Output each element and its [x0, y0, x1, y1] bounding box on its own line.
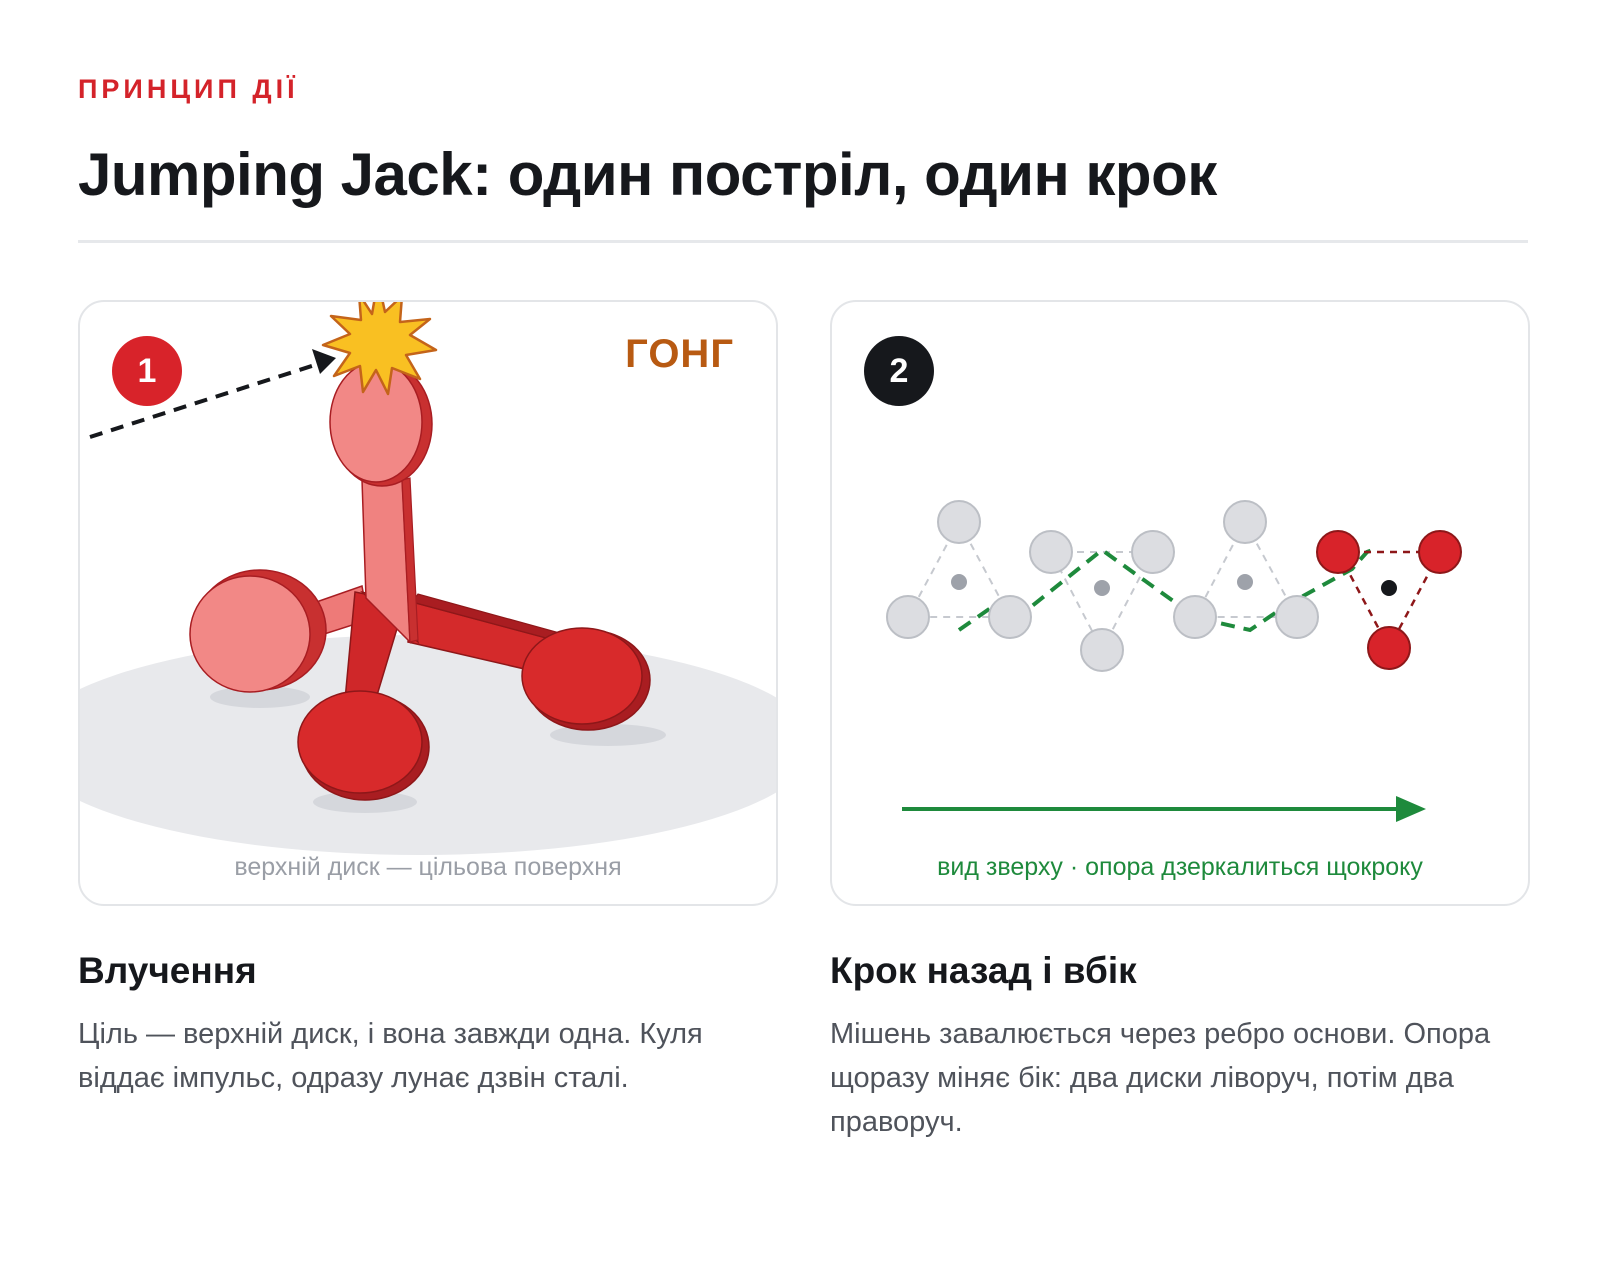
right-arm [407, 593, 651, 731]
support-triangles [906, 519, 1299, 653]
jumping-jack-illustration [80, 302, 776, 855]
panel-caption: верхній диск — цільова поверхня [234, 853, 622, 881]
eyebrow-label: ПРИНЦИП ДІЇ [78, 74, 299, 104]
disc-shadow [210, 686, 310, 708]
section-text-step: Мішень завалюється через ребро основи. О… [830, 1018, 1491, 1138]
page-title: Jumping Jack: один постріл, один крок [78, 141, 1217, 208]
section-heading-hit: Влучення [78, 950, 257, 991]
trajectory-arrow-icon [89, 349, 336, 439]
disc-shadow [313, 791, 417, 813]
section-text-hit: Ціль — верхній диск, і вона завжди одна.… [78, 1018, 703, 1094]
gong-label: ГОНГ [625, 332, 734, 376]
step-badge-2: 2 [864, 336, 934, 406]
direction-arrow-icon [902, 796, 1426, 822]
step-badge-1: 1 [112, 336, 182, 406]
top-view-diagram [886, 500, 1462, 822]
current-discs [1316, 530, 1462, 670]
title-divider [78, 240, 1528, 243]
panel-step-diagram: 2 вид зверху · опора дзеркалиться щокрок… [830, 300, 1530, 906]
front-arm [297, 590, 430, 801]
panel-caption: вид зверху · опора дзеркалиться щокроку [937, 853, 1423, 881]
ghost-centers [951, 574, 1253, 596]
impact-burst-icon [321, 302, 438, 396]
left-arm [189, 569, 369, 693]
section-heading-step: Крок назад і вбік [830, 950, 1137, 991]
current-support-triangle [1335, 550, 1443, 651]
current-center [1381, 580, 1397, 596]
ghost-discs [886, 500, 1319, 672]
vertical-post [329, 361, 433, 644]
panel-hit-illustration: 1 ГОНГ верхній диск — цільова поверхня [78, 300, 778, 906]
